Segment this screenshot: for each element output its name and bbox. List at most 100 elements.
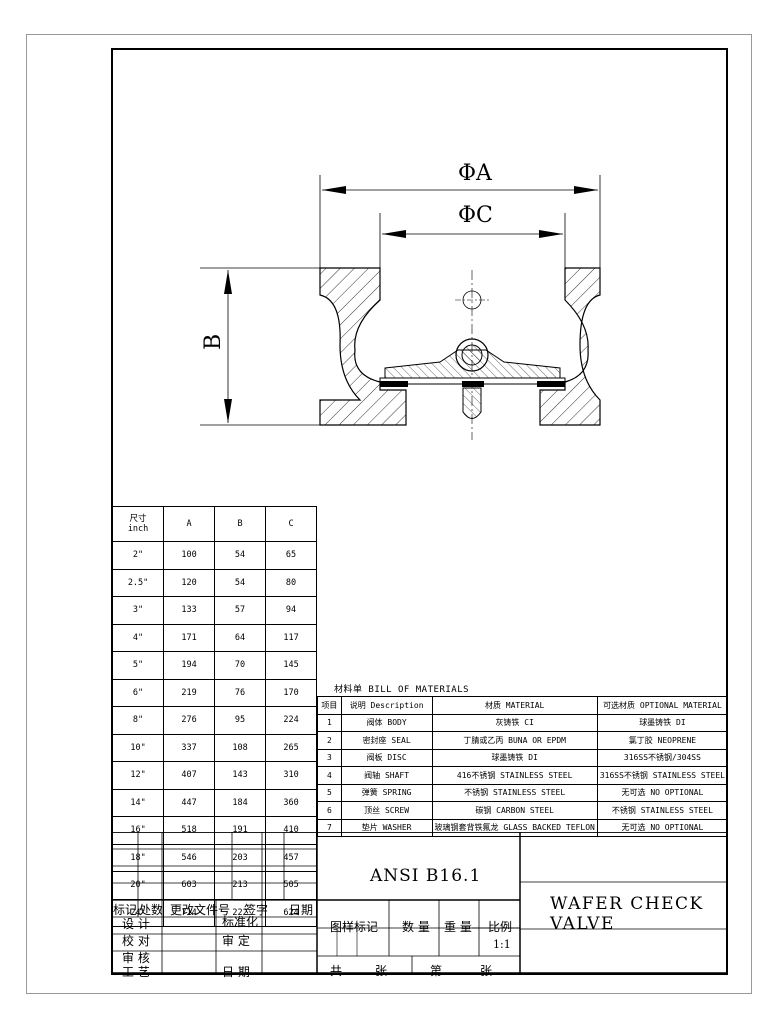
- bom-optional: 氯丁胶 NEOPRENE: [596, 731, 729, 750]
- a-cell: 447: [163, 788, 216, 817]
- bom-no: 1: [317, 713, 342, 732]
- scale-label: 比例: [488, 920, 513, 934]
- b-cell: 222: [214, 898, 267, 927]
- title-block: [112, 832, 728, 974]
- c-cell: 145: [265, 651, 317, 680]
- b-cell: 54: [214, 568, 267, 597]
- dim-phi-a: ΦA: [458, 161, 493, 186]
- a-cell: 100: [163, 541, 216, 570]
- bom-optional: 316SS不锈钢 STAINLESS STEEL: [596, 766, 729, 785]
- bom-no: 6: [317, 801, 342, 820]
- c-cell: 224: [265, 706, 317, 735]
- header-c: C: [265, 506, 317, 542]
- bom-table: 项目 说明 Description 材质 MATERIAL 可选材质 OPTIO…: [317, 696, 729, 837]
- bom-header-no: 项目: [317, 696, 342, 715]
- c-cell: 505: [265, 871, 317, 900]
- change-date: 日期: [289, 903, 314, 917]
- c-cell: 117: [265, 623, 317, 652]
- sheet-no-unit: 张: [480, 964, 493, 978]
- a-cell: 133: [163, 596, 216, 625]
- a-cell: 194: [163, 651, 216, 680]
- quantity-label: 数 量: [402, 920, 430, 934]
- a-cell: 337: [163, 733, 216, 762]
- b-cell: 64: [214, 623, 267, 652]
- role-review: 审 核: [122, 951, 150, 965]
- c-cell: 65: [265, 541, 317, 570]
- change-doc: 更改文件号: [170, 903, 231, 917]
- disc-plate: [384, 349, 561, 379]
- bom-material: 球墨铸铁 DI: [431, 748, 598, 767]
- b-cell: 70: [214, 651, 267, 680]
- c-cell: 360: [265, 788, 317, 817]
- bom-desc: 阀板 DISC: [340, 748, 433, 767]
- a-cell: 120: [163, 568, 216, 597]
- size-cell: 2.5": [111, 568, 165, 597]
- b-cell: 76: [214, 678, 267, 707]
- role-process: 工 艺: [122, 965, 150, 979]
- sheets-total: 共: [330, 964, 343, 978]
- bom-desc: 顶丝 SCREW: [340, 801, 433, 820]
- sheet-no: 第: [430, 964, 443, 978]
- b-cell: 191: [214, 816, 267, 845]
- b-cell: 54: [214, 541, 267, 570]
- role-check: 校 对: [122, 934, 150, 948]
- standard-label: ANSI B16.1: [370, 866, 482, 886]
- bom-desc: 阀体 BODY: [340, 713, 433, 732]
- bom-no: 3: [317, 748, 342, 767]
- a-cell: 714: [163, 898, 216, 927]
- c-cell: 80: [265, 568, 317, 597]
- bom-header-desc: 说明 Description: [340, 696, 433, 715]
- size-cell: 6": [111, 678, 165, 707]
- size-cell: 2": [111, 541, 165, 570]
- size-cell: 5": [111, 651, 165, 680]
- bom-title: 材料单 BILL OF MATERIALS: [334, 685, 470, 695]
- bom-material: 不锈钢 STAINLESS STEEL: [431, 783, 598, 802]
- size-cell: 3": [111, 596, 165, 625]
- outer-border: [26, 34, 752, 994]
- dim-b: B: [201, 334, 226, 350]
- role-date: 日 期: [222, 965, 250, 979]
- b-cell: 95: [214, 706, 267, 735]
- weight-label: 重 量: [444, 920, 472, 934]
- change-count: 处数: [139, 903, 164, 917]
- header-a: A: [163, 506, 216, 542]
- bom-desc: 密封座 SEAL: [340, 731, 433, 750]
- bom-desc: 阀轴 SHAFT: [340, 766, 433, 785]
- a-cell: 219: [163, 678, 216, 707]
- a-cell: 276: [163, 706, 216, 735]
- sheets-total-unit: 张: [375, 964, 388, 978]
- bom-material: 416不锈钢 STAINLESS STEEL: [431, 766, 598, 785]
- b-cell: 57: [214, 596, 267, 625]
- header-b: B: [214, 506, 267, 542]
- c-cell: 310: [265, 761, 317, 790]
- size-header-cn: 尺寸: [129, 514, 147, 524]
- size-header-unit: inch: [127, 524, 149, 534]
- scale-value: 1:1: [493, 938, 511, 951]
- role-standardize: 标准化: [222, 915, 259, 929]
- size-cell: 12": [111, 761, 165, 790]
- a-cell: 407: [163, 761, 216, 790]
- bom-optional: 不锈钢 STAINLESS STEEL: [596, 801, 729, 820]
- bom-material: 丁腈或乙丙 BUNA OR EPDM: [431, 731, 598, 750]
- pattern-mark: 图样标记: [330, 920, 379, 934]
- bom-header-optional: 可选材质 OPTIONAL MATERIAL: [596, 696, 729, 715]
- bom-optional: 316SS不锈钢/304SS: [596, 748, 729, 767]
- a-cell: 171: [163, 623, 216, 652]
- body-left-section: [319, 267, 407, 426]
- size-cell: 4": [111, 623, 165, 652]
- bom-no: 2: [317, 731, 342, 750]
